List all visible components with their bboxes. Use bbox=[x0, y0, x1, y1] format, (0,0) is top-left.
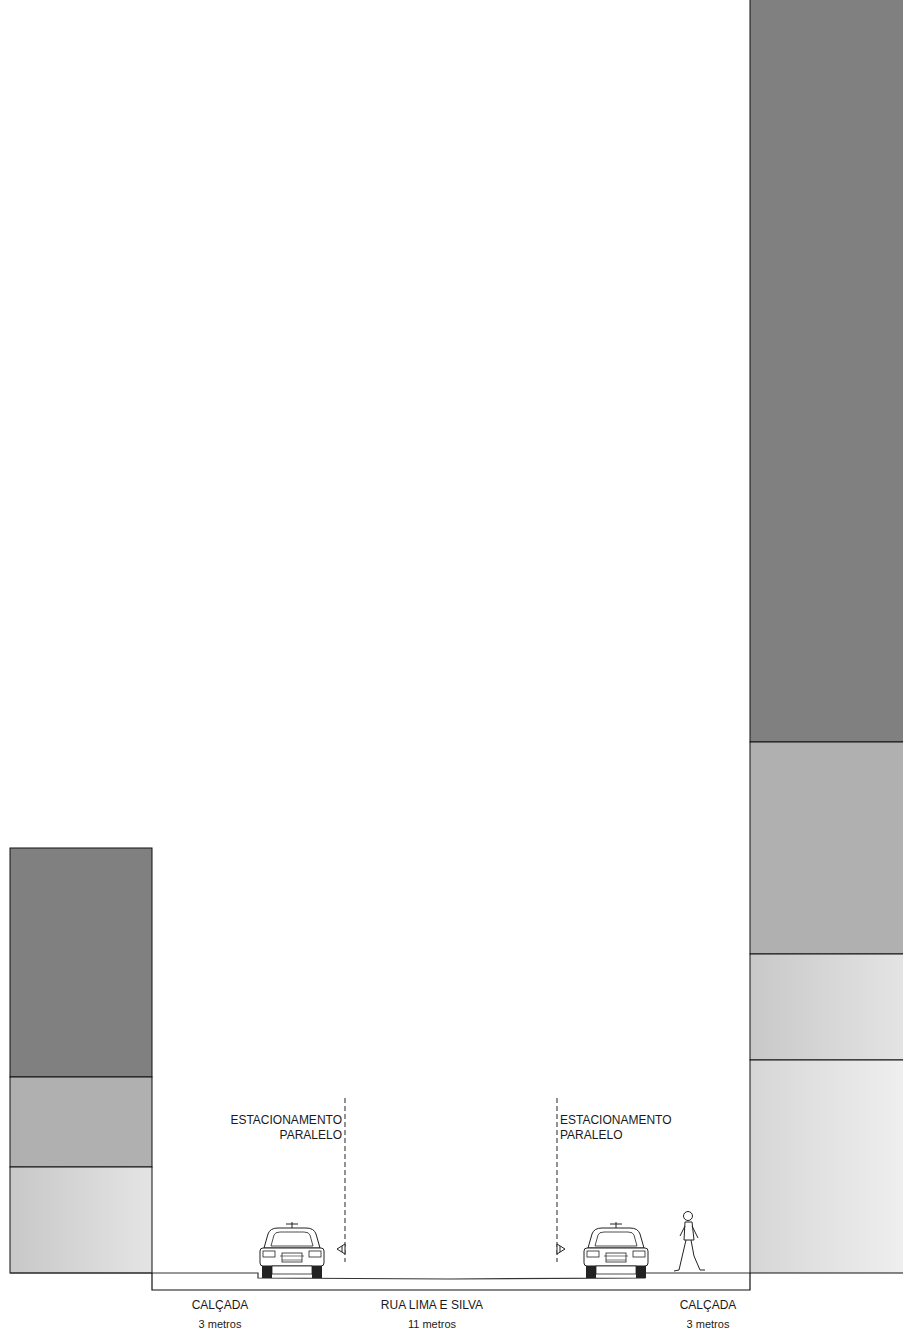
dimension-value: 3 metros bbox=[687, 1318, 730, 1330]
dimension-value: 3 metros bbox=[199, 1318, 242, 1330]
parking-label: ESTACIONAMENTO PARALELO bbox=[230, 1113, 342, 1143]
parking-label: ESTACIONAMENTO PARALELO bbox=[560, 1113, 672, 1143]
street-name: RUA LIMA E SILVA bbox=[381, 1298, 483, 1312]
dimension-value: 11 metros bbox=[408, 1318, 456, 1330]
dimension-label: CALÇADA bbox=[680, 1298, 737, 1312]
dimension-label: CALÇADA bbox=[192, 1298, 249, 1312]
